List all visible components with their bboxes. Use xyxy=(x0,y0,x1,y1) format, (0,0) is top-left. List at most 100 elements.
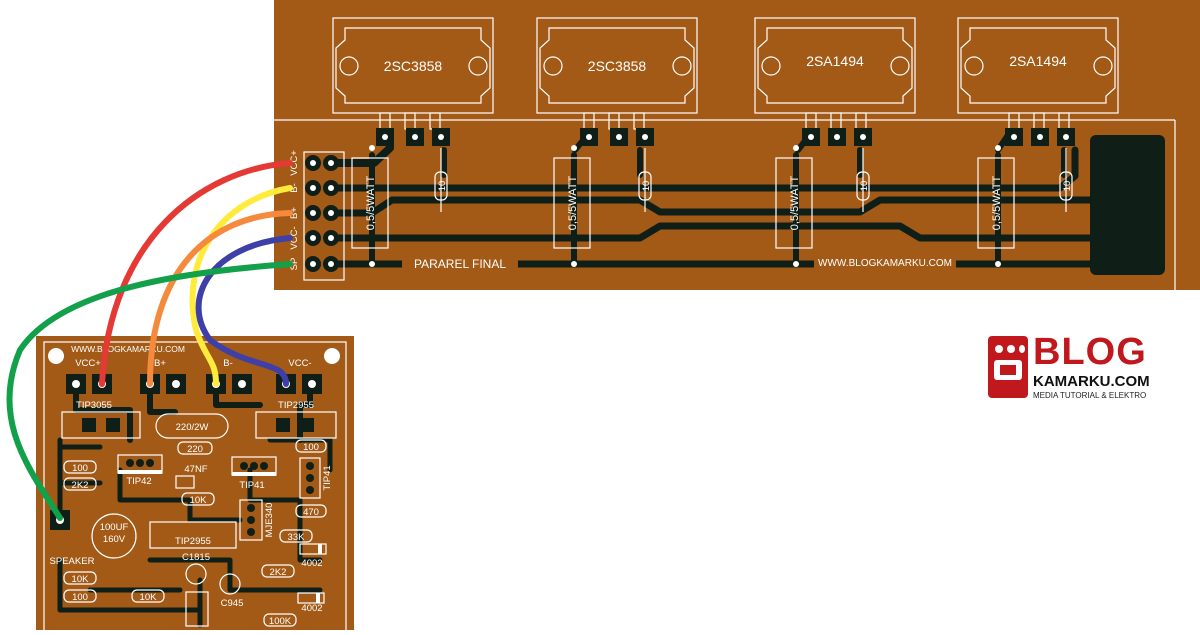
svg-text:10K: 10K xyxy=(190,495,208,506)
svg-text:4002: 4002 xyxy=(301,558,322,569)
resistor-100k xyxy=(263,613,297,627)
power-board: 2SC3858 2SC3858 2SA1494 xyxy=(274,0,1200,290)
wire-sp xyxy=(6,261,293,521)
resistor-100-top xyxy=(295,439,327,453)
svg-text:4002: 4002 xyxy=(301,603,322,614)
svg-text:TIP41: TIP41 xyxy=(322,465,333,490)
transistor-c945 xyxy=(219,573,241,595)
resistor-10k-bottom xyxy=(131,589,165,603)
svg-text:33K: 33K xyxy=(288,532,306,543)
resistor-100-left xyxy=(63,460,97,474)
logo-title: BLOG xyxy=(1033,331,1147,373)
resistor-2k2-right xyxy=(261,564,295,578)
svg-text:TIP41: TIP41 xyxy=(239,480,264,491)
resistor-10-r2: 10 xyxy=(638,148,652,212)
driver-label-b-plus: B+ xyxy=(154,358,166,369)
resistor-label: 10 xyxy=(859,181,870,192)
label-tip3055: TIP3055 xyxy=(76,400,112,411)
svg-text:10K: 10K xyxy=(140,592,158,603)
driver-label-b-minus: B- xyxy=(223,358,233,369)
svg-text:MJE340: MJE340 xyxy=(264,503,275,538)
resistor-100-bottom xyxy=(63,589,97,603)
driver-label-vcc-plus: VCC+ xyxy=(75,358,101,369)
connector-label-b-minus: B- xyxy=(289,183,300,193)
svg-text:10K: 10K xyxy=(72,574,90,585)
tip41-right-footprint xyxy=(299,457,321,499)
transistor-c1815 xyxy=(185,563,207,585)
connector-label-sp: SP xyxy=(289,258,300,271)
svg-text:100UF: 100UF xyxy=(100,522,129,533)
resistor-5w-r2: 0,5/5WATT xyxy=(553,157,591,249)
ground-plane xyxy=(1090,135,1165,275)
transistor-pads xyxy=(376,128,1075,146)
blog-logo: BLOG KAMARKU.COM MEDIA TUTORIAL & ELEKTR… xyxy=(986,331,1186,406)
resistor-10k-left xyxy=(63,571,97,585)
svg-text:2K2: 2K2 xyxy=(270,567,287,578)
resistor-33k xyxy=(279,529,313,543)
svg-text:100: 100 xyxy=(72,463,88,474)
svg-text:220: 220 xyxy=(187,444,203,455)
power-board-url: WWW.BLOGKAMARKU.COM xyxy=(818,258,952,269)
resistor-470 xyxy=(295,504,327,518)
resistor-label: 0,5/5WATT xyxy=(365,176,377,231)
resistor-10-r4: 10 xyxy=(1059,148,1073,212)
resistor-220-2w xyxy=(155,413,229,439)
svg-text:TIP2955: TIP2955 xyxy=(175,536,211,547)
svg-text:470: 470 xyxy=(303,507,319,518)
resistor-10-r3: 10 xyxy=(856,148,870,212)
transistor-q4: 2SA1494 xyxy=(957,17,1119,130)
tip3055-footprint xyxy=(61,411,141,439)
wire-vcc-minus xyxy=(195,235,293,387)
wire-b-minus xyxy=(189,185,293,387)
svg-text:TIP42: TIP42 xyxy=(126,476,151,487)
logo-tagline: MEDIA TUTORIAL & ELEKTRO xyxy=(1033,391,1147,400)
resistor-label: 10 xyxy=(641,181,652,192)
connector-label-vcc-minus: VCC- xyxy=(289,226,300,249)
svg-text:100K: 100K xyxy=(269,616,292,627)
transistor-q3: 2SA1494 xyxy=(754,17,916,130)
resistor-2k2-left xyxy=(63,477,97,491)
resistor-5w-r4: 0,5/5WATT xyxy=(977,157,1015,249)
transistor-label: 2SA1494 xyxy=(806,53,864,69)
power-board-title: PARAREL FINAL xyxy=(414,257,506,271)
diode-4002-a xyxy=(299,543,327,555)
resistor-10-r1: 10 xyxy=(434,148,448,212)
driver-board: WWW.BLOGKAMARKU.COM VCC+ B+ B- VCC- TIP3… xyxy=(36,336,354,633)
transistor-label: 2SC3858 xyxy=(588,58,647,74)
resistor-label: 10 xyxy=(1062,181,1073,192)
wire-vcc-plus xyxy=(99,160,293,387)
wires xyxy=(6,160,293,521)
capacitor-47nf xyxy=(175,475,195,489)
mje340-footprint xyxy=(239,499,263,541)
label-tip2955-top: TIP2955 xyxy=(278,400,314,411)
logo-subtitle: KAMARKU.COM xyxy=(1033,373,1150,390)
diode-4002-b xyxy=(297,592,325,604)
transistor-q2: 2SC3858 xyxy=(536,17,698,130)
power-connector: VCC+ B- B+ VCC- SP xyxy=(289,150,345,281)
wire-b-plus xyxy=(147,210,293,387)
svg-text:100: 100 xyxy=(303,442,319,453)
logo-eye-right xyxy=(1007,345,1015,353)
connector-label-b-plus: B+ xyxy=(289,207,300,219)
resistor-10k-mid xyxy=(181,492,215,506)
driver-board-url: WWW.BLOGKAMARKU.COM xyxy=(71,344,185,354)
resistor-220 xyxy=(177,441,213,455)
label-c1815: C1815 xyxy=(182,552,210,563)
svg-text:160V: 160V xyxy=(103,534,126,545)
logo-eye-left xyxy=(995,345,1003,353)
svg-text:2K2: 2K2 xyxy=(72,480,89,491)
svg-text:100: 100 xyxy=(72,592,88,603)
driver-label-vcc-minus: VCC- xyxy=(288,358,311,369)
resistor-label: 10 xyxy=(437,181,448,192)
resistor-label: 0,5/5WATT xyxy=(991,176,1003,231)
label-speaker: SPEAKER xyxy=(50,556,95,567)
resistor-label: 0,5/5WATT xyxy=(567,176,579,231)
svg-text:220/2W: 220/2W xyxy=(176,422,209,433)
resistor-label: 0,5/5WATT xyxy=(789,176,801,231)
tip2955-bottom-footprint xyxy=(149,521,237,549)
transistor-label: 2SA1494 xyxy=(1009,53,1067,69)
capacitor-100uf xyxy=(91,513,137,559)
connector-label-vcc-plus: VCC+ xyxy=(289,150,300,176)
